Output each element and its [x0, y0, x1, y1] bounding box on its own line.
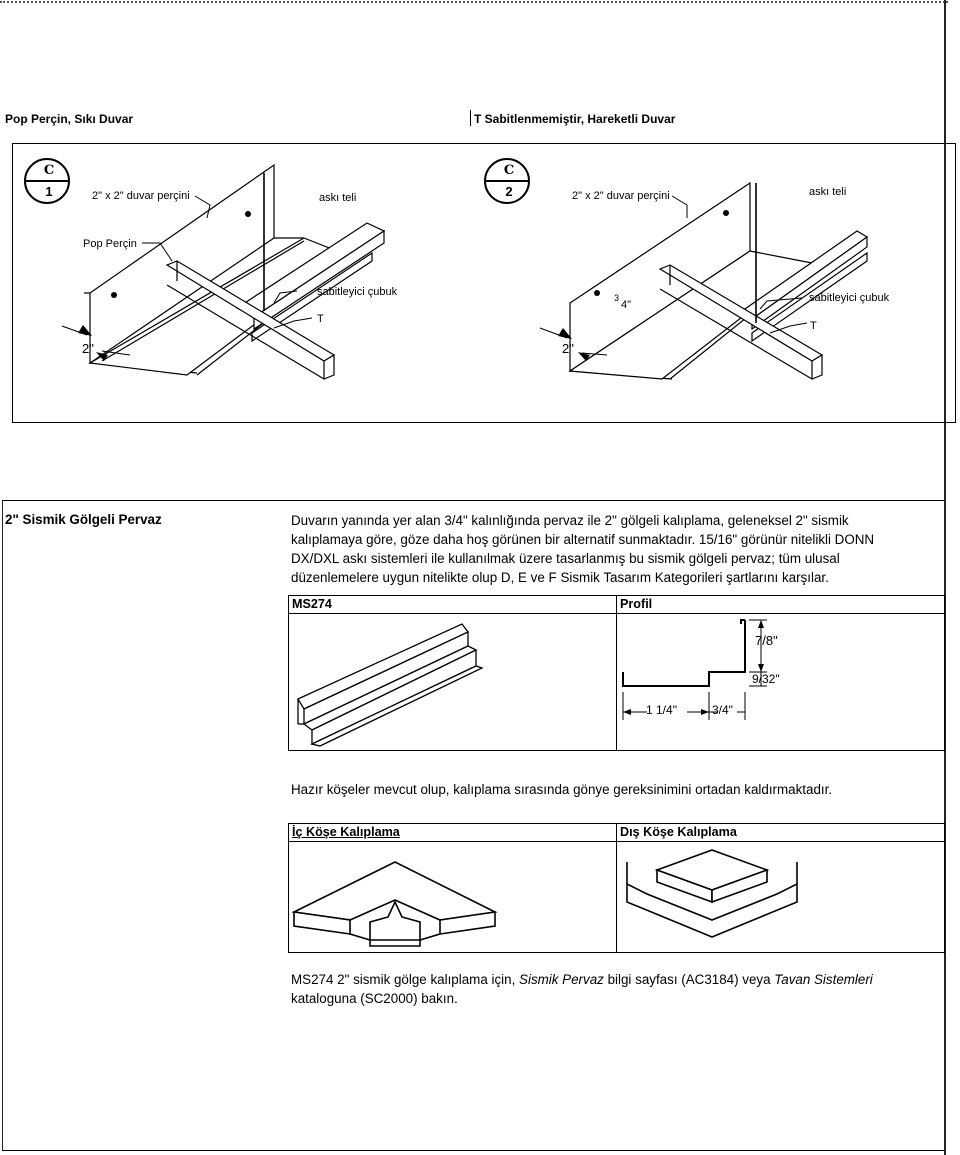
- diagram-pop-rivet: [24, 158, 386, 380]
- footer-text-post: kataloguna (SC2000) bakın.: [291, 991, 458, 1006]
- right-border: [944, 0, 946, 1155]
- rivet-hole-1: [111, 292, 117, 298]
- label-gap-num: 3: [614, 293, 620, 303]
- cell-ic-kose: İç Köşe Kalıplama: [292, 825, 400, 839]
- label-pop-percin: Pop Perçin: [83, 238, 137, 250]
- footer-text-mid: bilgi sayfası (AC3184) veya: [603, 972, 775, 987]
- diagram-floating-t: [484, 158, 869, 380]
- description-line-4: düzenlemelere uygun nitelikte olup D, E …: [291, 570, 829, 585]
- rivet-hole-4: [723, 210, 729, 216]
- cell-ms274: MS274: [292, 597, 332, 611]
- outside-corner-drawing: [626, 849, 798, 938]
- badge-c1: [24, 158, 70, 204]
- footer-link-tavan-sistemleri: Tavan Sistemleri: [774, 972, 873, 987]
- badge-c1-top: C: [43, 163, 55, 178]
- corner-note: Hazır köşeler mevcut olup, kalıplama sır…: [291, 782, 833, 797]
- label-gap-den: 4": [621, 299, 632, 311]
- badge-c1-bottom: 1: [45, 184, 53, 199]
- rivet-hole-2: [245, 211, 251, 217]
- footer-link-sismik-pervaz: Sismik Pervaz: [519, 972, 604, 987]
- profile-section-drawing: [622, 619, 767, 720]
- stabilizer-bar-right: [658, 264, 824, 380]
- section-top-rule: [2, 500, 944, 501]
- profile-table-divider: [616, 595, 617, 751]
- stabilizer-bar-left: [165, 260, 336, 380]
- cell-dis-kose: Dış Köşe Kalıplama: [620, 825, 737, 839]
- footer-reference: MS274 2" sismik gölge kalıplama için, Si…: [291, 970, 941, 1008]
- description-line-3: DX/DXL askı sistemleri ile kullanılmak ü…: [291, 551, 840, 566]
- label-sabitleyici-right: sabitleyici çubuk: [809, 292, 890, 304]
- dim-3-4: 3/4": [712, 703, 733, 717]
- inside-corner-drawing: [291, 861, 498, 947]
- label-dim-left: 2": [82, 341, 94, 356]
- top-dotted-border: [0, 1, 948, 3]
- section-description: Duvarın yanında yer alan 3/4" kalınlığın…: [291, 511, 941, 587]
- header-pop-percin: Pop Perçin, Sıkı Duvar: [5, 112, 134, 126]
- badge-c2: [484, 158, 530, 204]
- label-aski-teli-left: askı teli: [319, 192, 357, 204]
- label-t-right: T: [810, 320, 817, 332]
- t-runner-right: [740, 230, 869, 343]
- ms274-isometric: [297, 623, 484, 747]
- corner-table-divider: [616, 823, 617, 953]
- label-dim-right: 2": [562, 341, 574, 356]
- label-sabitleyici-left: sabitleyici çubuk: [317, 286, 398, 298]
- label-aski-teli-right: askı teli: [809, 186, 847, 198]
- arrow-right-dim-2: [578, 352, 590, 361]
- description-line-1: Duvarın yanında yer alan 3/4" kalınlığın…: [291, 513, 849, 528]
- label-duvar-percini-left: 2" x 2" duvar perçini: [92, 190, 190, 202]
- header-divider: [470, 110, 471, 126]
- arrow-right-dim: [558, 328, 572, 339]
- dim-7-8: 7/8": [755, 633, 778, 648]
- rivet-hole-3: [594, 290, 600, 296]
- label-t-left: T: [317, 313, 324, 325]
- section-bottom-rule: [2, 1150, 944, 1151]
- installation-diagrams-box: [12, 143, 956, 423]
- section-title: 2" Sismik Gölgeli Pervaz: [5, 512, 162, 527]
- arrow-left-dim: [78, 325, 92, 336]
- arrow-left-dim-2: [96, 352, 108, 361]
- badge-c2-bottom: 2: [505, 184, 513, 199]
- header-t-sabitlenmemis: T Sabitlenmemiştir, Hareketli Duvar: [474, 112, 676, 126]
- badge-c2-top: C: [503, 163, 515, 178]
- description-line-2: kalıplamaya göre, göze daha hoş görünen …: [291, 532, 875, 547]
- dim-1-1-4: 1 1/4": [646, 703, 677, 717]
- footer-text-pre: MS274 2" sismik gölge kalıplama için,: [291, 972, 520, 987]
- cell-profil: Profil: [620, 597, 653, 611]
- dim-9-32: 9/32": [752, 672, 780, 686]
- label-duvar-percini-right: 2" x 2" duvar perçini: [572, 190, 670, 202]
- section-left-border: [2, 500, 3, 1150]
